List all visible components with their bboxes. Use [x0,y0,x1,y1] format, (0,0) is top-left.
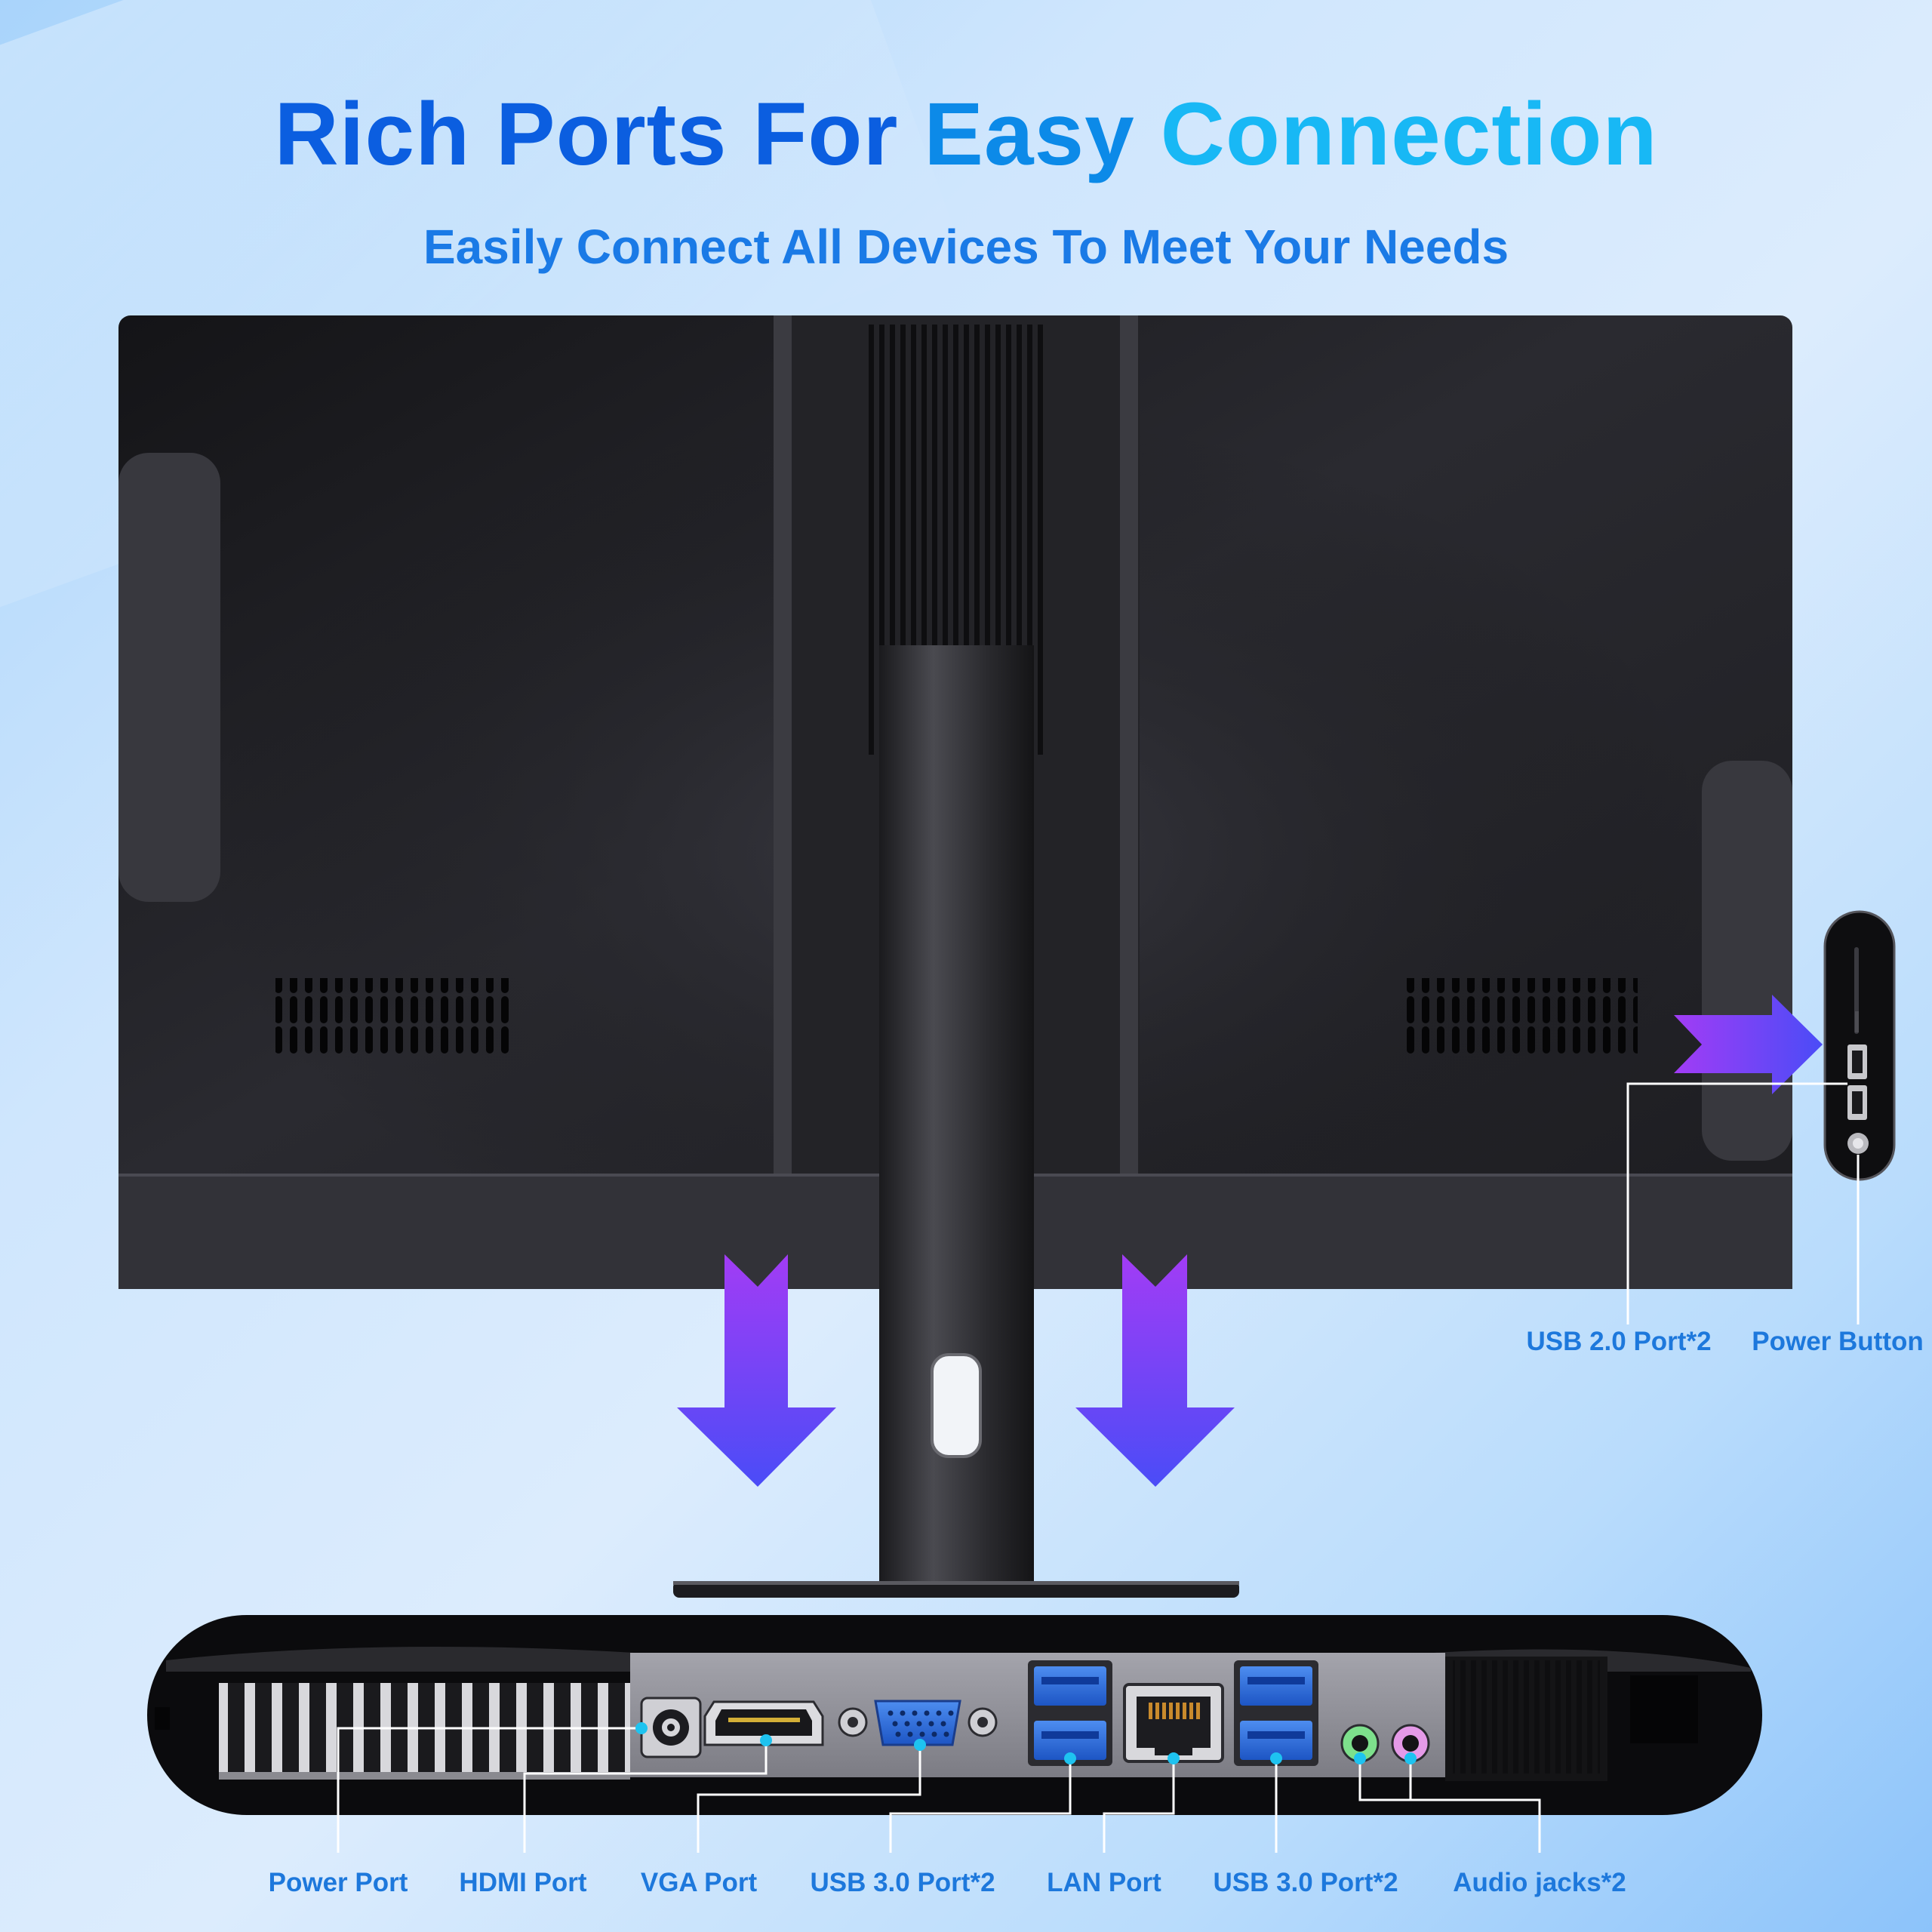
bottom-leader-lines [337,1727,1541,1853]
page-subtitle: Easily Connect All Devices To Meet Your … [423,220,1509,274]
usb-port-icon [1028,1660,1112,1766]
monitor-stand [673,645,1239,1598]
lan-port-icon [1123,1683,1224,1763]
title-part-1: Rich Ports For [274,85,899,184]
cable-hole [931,1353,982,1458]
label-hdmi-port: HDMI Port [459,1868,587,1897]
label-usb-2-port: USB 2.0 Port*2 [1526,1327,1712,1356]
label-usb-3-port-left: USB 3.0 Port*2 [810,1868,995,1897]
hdmi-port-icon [703,1700,824,1746]
arrow-down-right-icon [1075,1254,1235,1487]
label-power-port: Power Port [268,1868,408,1897]
title-part-2: Easy [924,85,1135,184]
arrow-right-icon [1674,995,1823,1094]
leader-dots [635,1722,1417,1764]
usb-port-icon [1234,1660,1318,1766]
label-power-button: Power Button [1752,1327,1924,1356]
label-vga-port: VGA Port [640,1868,758,1897]
speaker-vent-left [275,978,509,1054]
usb-2-port-icon [1847,1044,1867,1079]
arrow-down-left-icon [677,1254,836,1487]
vga-port-icon [838,1700,998,1746]
side-leader-lines [1626,1082,1860,1324]
speaker-vent-right [1404,978,1638,1054]
label-audio-jacks: Audio jacks*2 [1453,1868,1626,1897]
title-part-3: Connection [1160,85,1658,184]
label-usb-3-port-right: USB 3.0 Port*2 [1213,1868,1398,1897]
power-port-icon [640,1697,702,1758]
label-lan-port: LAN Port [1047,1868,1161,1897]
page-title: Rich Ports For Easy Connection [0,83,1932,186]
power-button-icon [1847,1133,1869,1154]
side-port-panel [1823,910,1896,1181]
usb-2-port-icon [1847,1085,1867,1120]
